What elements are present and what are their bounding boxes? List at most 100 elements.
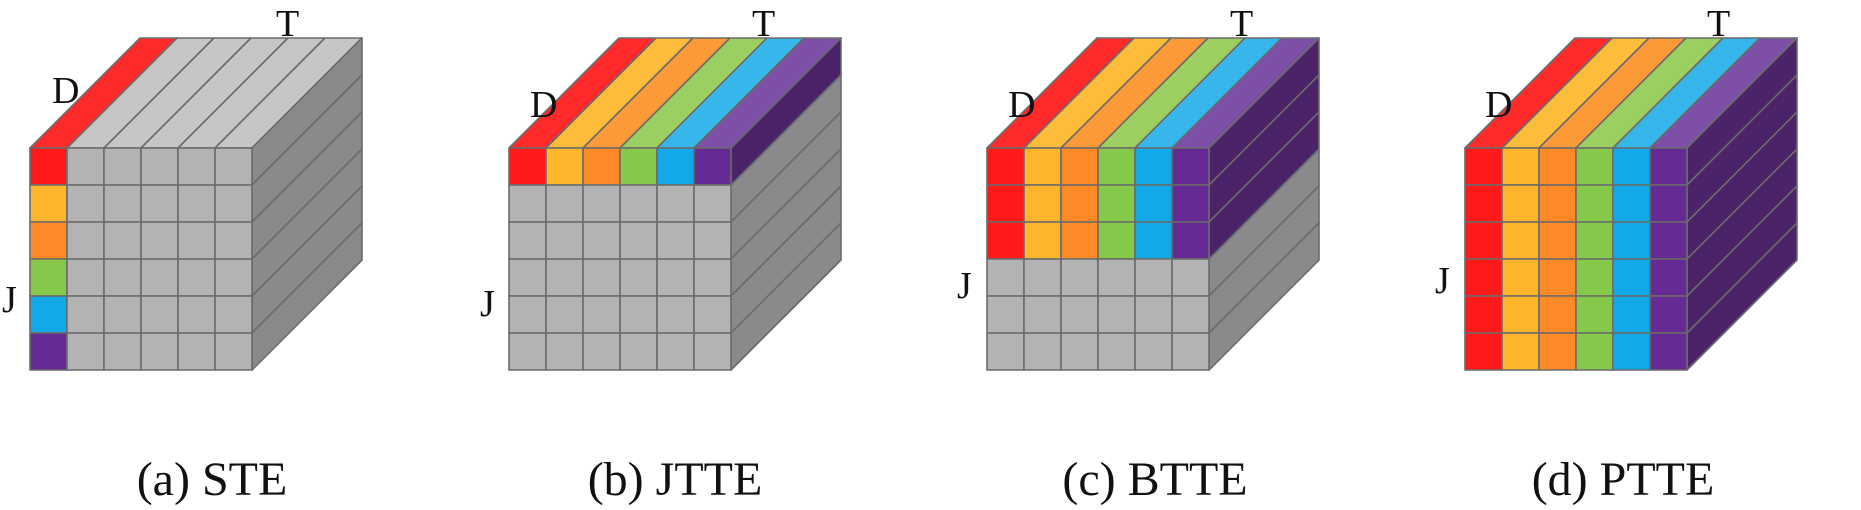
- front-cell: [1134, 258, 1173, 297]
- front-cell: [1097, 258, 1136, 297]
- front-cell: [1023, 147, 1062, 186]
- front-cell: [582, 295, 621, 334]
- front-cell: [214, 184, 253, 223]
- front-cell: [1649, 147, 1688, 186]
- front-cell: [1134, 295, 1173, 334]
- front-cell: [103, 332, 142, 371]
- jtte-joint-label: J: [480, 283, 495, 325]
- front-cell: [1501, 332, 1540, 371]
- front-cell: [103, 258, 142, 297]
- ste-depth-label: D: [52, 70, 79, 112]
- front-cell: [986, 147, 1025, 186]
- front-cell: [177, 295, 216, 334]
- front-cell: [545, 184, 584, 223]
- front-cell: [508, 184, 547, 223]
- ste-time-label: T: [276, 3, 299, 45]
- front-cell: [508, 295, 547, 334]
- front-cell: [1612, 258, 1651, 297]
- front-cell: [1649, 258, 1688, 297]
- front-cell: [986, 332, 1025, 371]
- front-cell: [1023, 295, 1062, 334]
- front-cell: [1649, 221, 1688, 260]
- btte-depth-label: D: [1008, 84, 1035, 126]
- front-cell: [693, 184, 732, 223]
- front-cell: [1575, 184, 1614, 223]
- front-cell: [66, 147, 105, 186]
- front-cell: [1464, 221, 1503, 260]
- front-cell: [619, 258, 658, 297]
- front-cell: [66, 221, 105, 260]
- front-cell: [29, 332, 68, 371]
- front-cell: [508, 332, 547, 371]
- front-cell: [582, 184, 621, 223]
- front-cell: [582, 332, 621, 371]
- front-cell: [1501, 184, 1540, 223]
- front-cell: [1097, 295, 1136, 334]
- front-cell: [1538, 258, 1577, 297]
- front-cell: [693, 295, 732, 334]
- front-cell: [545, 258, 584, 297]
- front-cell: [986, 258, 1025, 297]
- front-cell: [619, 332, 658, 371]
- front-cell: [1060, 221, 1099, 260]
- front-cell: [582, 147, 621, 186]
- front-cell: [177, 332, 216, 371]
- front-cell: [1097, 221, 1136, 260]
- jtte-time-label: T: [752, 3, 775, 45]
- front-cell: [582, 258, 621, 297]
- btte-joint-label: J: [957, 265, 972, 307]
- front-cell: [1171, 184, 1210, 223]
- front-cell: [1501, 147, 1540, 186]
- front-cell: [1023, 332, 1062, 371]
- panel-jtte: [508, 37, 842, 371]
- front-cell: [214, 147, 253, 186]
- front-cell: [140, 258, 179, 297]
- front-cell: [1575, 147, 1614, 186]
- front-cell: [1134, 332, 1173, 371]
- front-cell: [1501, 258, 1540, 297]
- front-cell: [508, 258, 547, 297]
- front-cell: [214, 221, 253, 260]
- front-cell: [986, 184, 1025, 223]
- btte-caption: (c) BTTE: [1062, 453, 1247, 506]
- front-cell: [1649, 332, 1688, 371]
- front-cell: [1612, 332, 1651, 371]
- front-cell: [619, 147, 658, 186]
- front-cell: [103, 184, 142, 223]
- front-cell: [140, 221, 179, 260]
- ptte-caption: (d) PTTE: [1532, 453, 1715, 506]
- front-cell: [1575, 221, 1614, 260]
- front-cell: [619, 221, 658, 260]
- front-cell: [177, 147, 216, 186]
- front-cell: [1060, 147, 1099, 186]
- jtte-caption: (b) JTTE: [588, 453, 763, 506]
- front-cell: [1464, 147, 1503, 186]
- front-cell: [1171, 295, 1210, 334]
- front-cell: [1171, 258, 1210, 297]
- front-cell: [66, 184, 105, 223]
- front-cell: [545, 332, 584, 371]
- front-cell: [986, 295, 1025, 334]
- front-cell: [1612, 221, 1651, 260]
- front-cell: [1097, 147, 1136, 186]
- front-cell: [1171, 147, 1210, 186]
- front-cell: [656, 184, 695, 223]
- front-cell: [177, 258, 216, 297]
- front-cell: [103, 221, 142, 260]
- front-cell: [1134, 147, 1173, 186]
- front-cell: [1171, 332, 1210, 371]
- front-cell: [214, 332, 253, 371]
- front-cell: [693, 221, 732, 260]
- front-cell: [177, 221, 216, 260]
- front-cell: [1171, 221, 1210, 260]
- front-cell: [1612, 147, 1651, 186]
- front-cell: [1464, 332, 1503, 371]
- front-cell: [214, 258, 253, 297]
- front-cell: [1538, 332, 1577, 371]
- front-cell: [1023, 184, 1062, 223]
- front-cell: [103, 147, 142, 186]
- front-cell: [1649, 184, 1688, 223]
- front-cell: [986, 221, 1025, 260]
- front-cell: [103, 295, 142, 334]
